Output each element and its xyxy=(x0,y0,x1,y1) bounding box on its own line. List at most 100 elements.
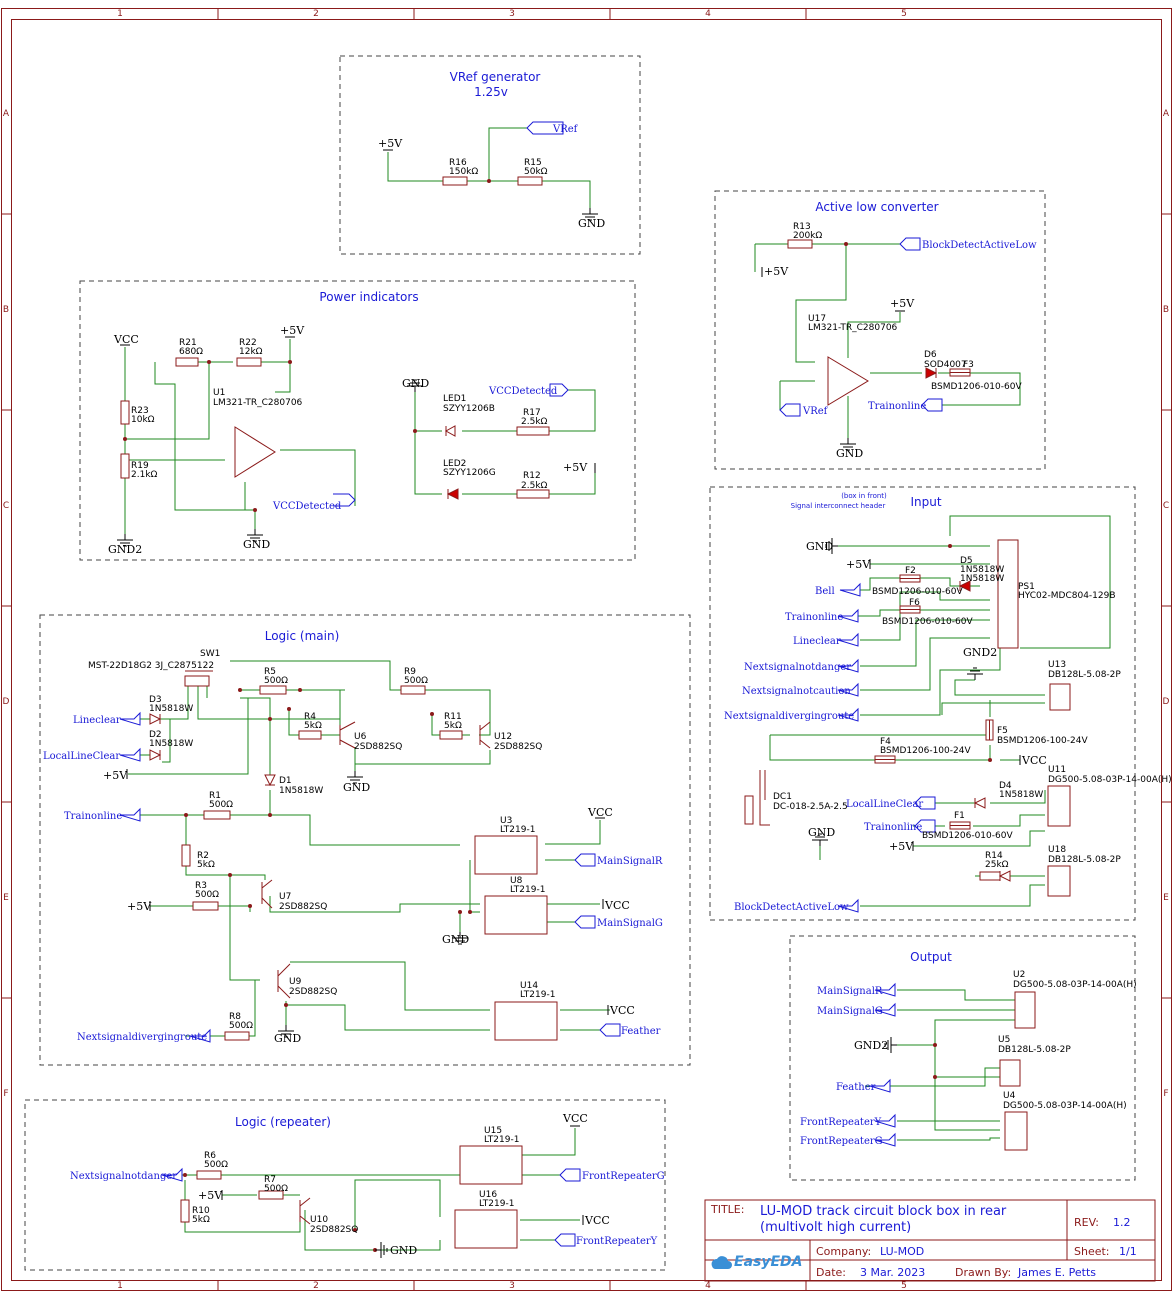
net-label-vcc-detected: VCCDetected xyxy=(272,501,342,512)
input-block: Input (box in front) Signal interconnect… xyxy=(709,486,1136,921)
zone-col-label: 4 xyxy=(705,1281,711,1291)
val-f4: BSMD1206-100-24V xyxy=(880,746,971,756)
drawn-by-value: James E. Petts xyxy=(1017,1266,1096,1279)
val-r3: 500Ω xyxy=(195,890,219,900)
val-u16: LT219-1 xyxy=(479,1199,514,1209)
val-dc1: DC-018-2.5A-2.5 xyxy=(773,802,848,812)
ref-f5: F5 xyxy=(997,726,1008,736)
date-label: Date: xyxy=(816,1266,846,1279)
power-label-gnd: GND xyxy=(836,447,863,460)
val-r22: 12kΩ xyxy=(239,347,263,357)
ref-r3: R3 xyxy=(195,881,207,891)
net-label-lineclear: Lineclear xyxy=(73,715,121,726)
val-u12: 2SD882SQ xyxy=(494,742,542,752)
val-r15: 50kΩ xyxy=(524,167,548,177)
net-label-main-signal-r: MainSignalR xyxy=(597,856,663,867)
val-u4: DG500-5.08-03P-14-00A(H) xyxy=(1003,1101,1127,1111)
val-r23: 10kΩ xyxy=(131,415,155,425)
power-label-gnd: GND xyxy=(274,1032,301,1045)
zone-row-label: E xyxy=(3,893,9,903)
ref-u16: U16 xyxy=(479,1190,497,1200)
val-u1: LM321-TR_C280706 xyxy=(213,398,303,408)
net-label-block-detect-active-low: BlockDetectActiveLow xyxy=(734,902,849,913)
ref-dc1: DC1 xyxy=(773,792,792,802)
ref-u13: U13 xyxy=(1048,660,1066,670)
net-label-next-signal-not-danger: Nextsignalnotdanger xyxy=(70,1171,177,1182)
ref-f6: F6 xyxy=(909,598,920,608)
val-d5: 1N5818W xyxy=(960,565,1004,575)
junctions xyxy=(123,179,992,1252)
ref-r14: R14 xyxy=(985,851,1003,861)
val-d2: 1N5818W xyxy=(149,739,193,749)
power-labels: +5V GND VCC +5V GND2 GND GND +5V +5V +5V… xyxy=(103,137,1047,1257)
val-f2: BSMD1206-010-60V xyxy=(872,587,963,597)
net-label-lineclear: Lineclear xyxy=(793,636,841,647)
title-text: LU-MOD track circuit block box in rear xyxy=(760,1204,1007,1219)
sheet-value: 1/1 xyxy=(1119,1245,1137,1258)
net-label-next-signal-not-danger: Nextsignalnotdanger xyxy=(744,662,851,673)
val-led2: SZYY1206G xyxy=(443,468,496,478)
zone-col-label: 1 xyxy=(117,9,123,19)
zone-col-label: 3 xyxy=(509,1281,515,1291)
company-label: Company: xyxy=(816,1245,871,1258)
val-u3: LT219-1 xyxy=(500,825,535,835)
ref-r12: R12 xyxy=(523,471,541,481)
val-r21: 680Ω xyxy=(179,347,203,357)
val-u10: 2SD882SQ xyxy=(310,1225,358,1235)
power-label-vcc: VCC xyxy=(587,806,613,819)
ref-d3: D3 xyxy=(149,695,162,705)
net-label-front-repeater-g: FrontRepeaterG xyxy=(800,1136,883,1147)
ref-d6: D6 xyxy=(924,350,937,360)
power-label-5v: +5V xyxy=(127,900,152,913)
val-ps1: HYC02-MDC804-129B xyxy=(1018,591,1116,601)
net-label-vref: VRef xyxy=(802,406,829,417)
net-label-feather: Feather xyxy=(836,1082,876,1093)
ref-r5: R5 xyxy=(264,667,276,677)
net-label-feather: Feather xyxy=(621,1026,661,1037)
zone-row-label: B xyxy=(1163,305,1169,315)
val-d6: SOD4007 xyxy=(924,360,967,370)
power-label-gnd: GND xyxy=(243,538,270,551)
block-title: Output xyxy=(910,950,952,964)
power-label-5v: +5V xyxy=(890,297,915,310)
val-u15: LT219-1 xyxy=(484,1135,519,1145)
zone-row-label: B xyxy=(3,305,9,315)
ref-d1: D1 xyxy=(279,776,292,786)
ref-r4: R4 xyxy=(304,712,316,722)
ref-led2: LED2 xyxy=(443,459,466,469)
ref-f2: F2 xyxy=(905,566,916,576)
val-sw1: MST-22D18G2 3J_C2875122 xyxy=(88,661,214,671)
zone-col-label: 2 xyxy=(313,9,319,19)
ref-r6: R6 xyxy=(204,1151,216,1161)
ref-f1: F1 xyxy=(954,811,965,821)
ref-u11: U11 xyxy=(1048,765,1066,775)
net-label-front-repeater-g: FrontRepeaterG xyxy=(582,1171,665,1182)
zone-col-label: 5 xyxy=(901,9,907,19)
val-r19: 2.1kΩ xyxy=(131,470,158,480)
ref-u5: U5 xyxy=(998,1035,1010,1045)
logic-main-block: Logic (main) xyxy=(39,614,691,1066)
power-label-vcc: VCC xyxy=(609,1004,635,1017)
ref-r23: R23 xyxy=(131,406,149,416)
val-r8: 500Ω xyxy=(229,1021,253,1031)
output-block: Output xyxy=(789,935,1136,1181)
zone-row-label: C xyxy=(3,501,9,511)
net-label-front-repeater-y: FrontRepeaterY xyxy=(800,1117,882,1128)
power-label-gnd: GND xyxy=(442,933,469,946)
zone-row-label: F xyxy=(1163,1089,1168,1099)
val-r6: 500Ω xyxy=(204,1160,228,1170)
zone-row-label: A xyxy=(3,109,10,119)
ref-r2: R2 xyxy=(197,851,209,861)
power-label-5v: +5V xyxy=(846,558,871,571)
logo-text: EasyEDA xyxy=(734,1254,803,1270)
rev-label: REV: xyxy=(1074,1216,1099,1229)
ref-u2: U2 xyxy=(1013,970,1025,980)
company-value: LU-MOD xyxy=(880,1245,924,1258)
power-label-vcc: VCC xyxy=(562,1112,588,1125)
val-r12: 2.5kΩ xyxy=(521,481,548,491)
val-u8: LT219-1 xyxy=(510,885,545,895)
val-f3: BSMD1206-010-60V xyxy=(931,382,1022,392)
val-r9: 500Ω xyxy=(404,676,428,686)
